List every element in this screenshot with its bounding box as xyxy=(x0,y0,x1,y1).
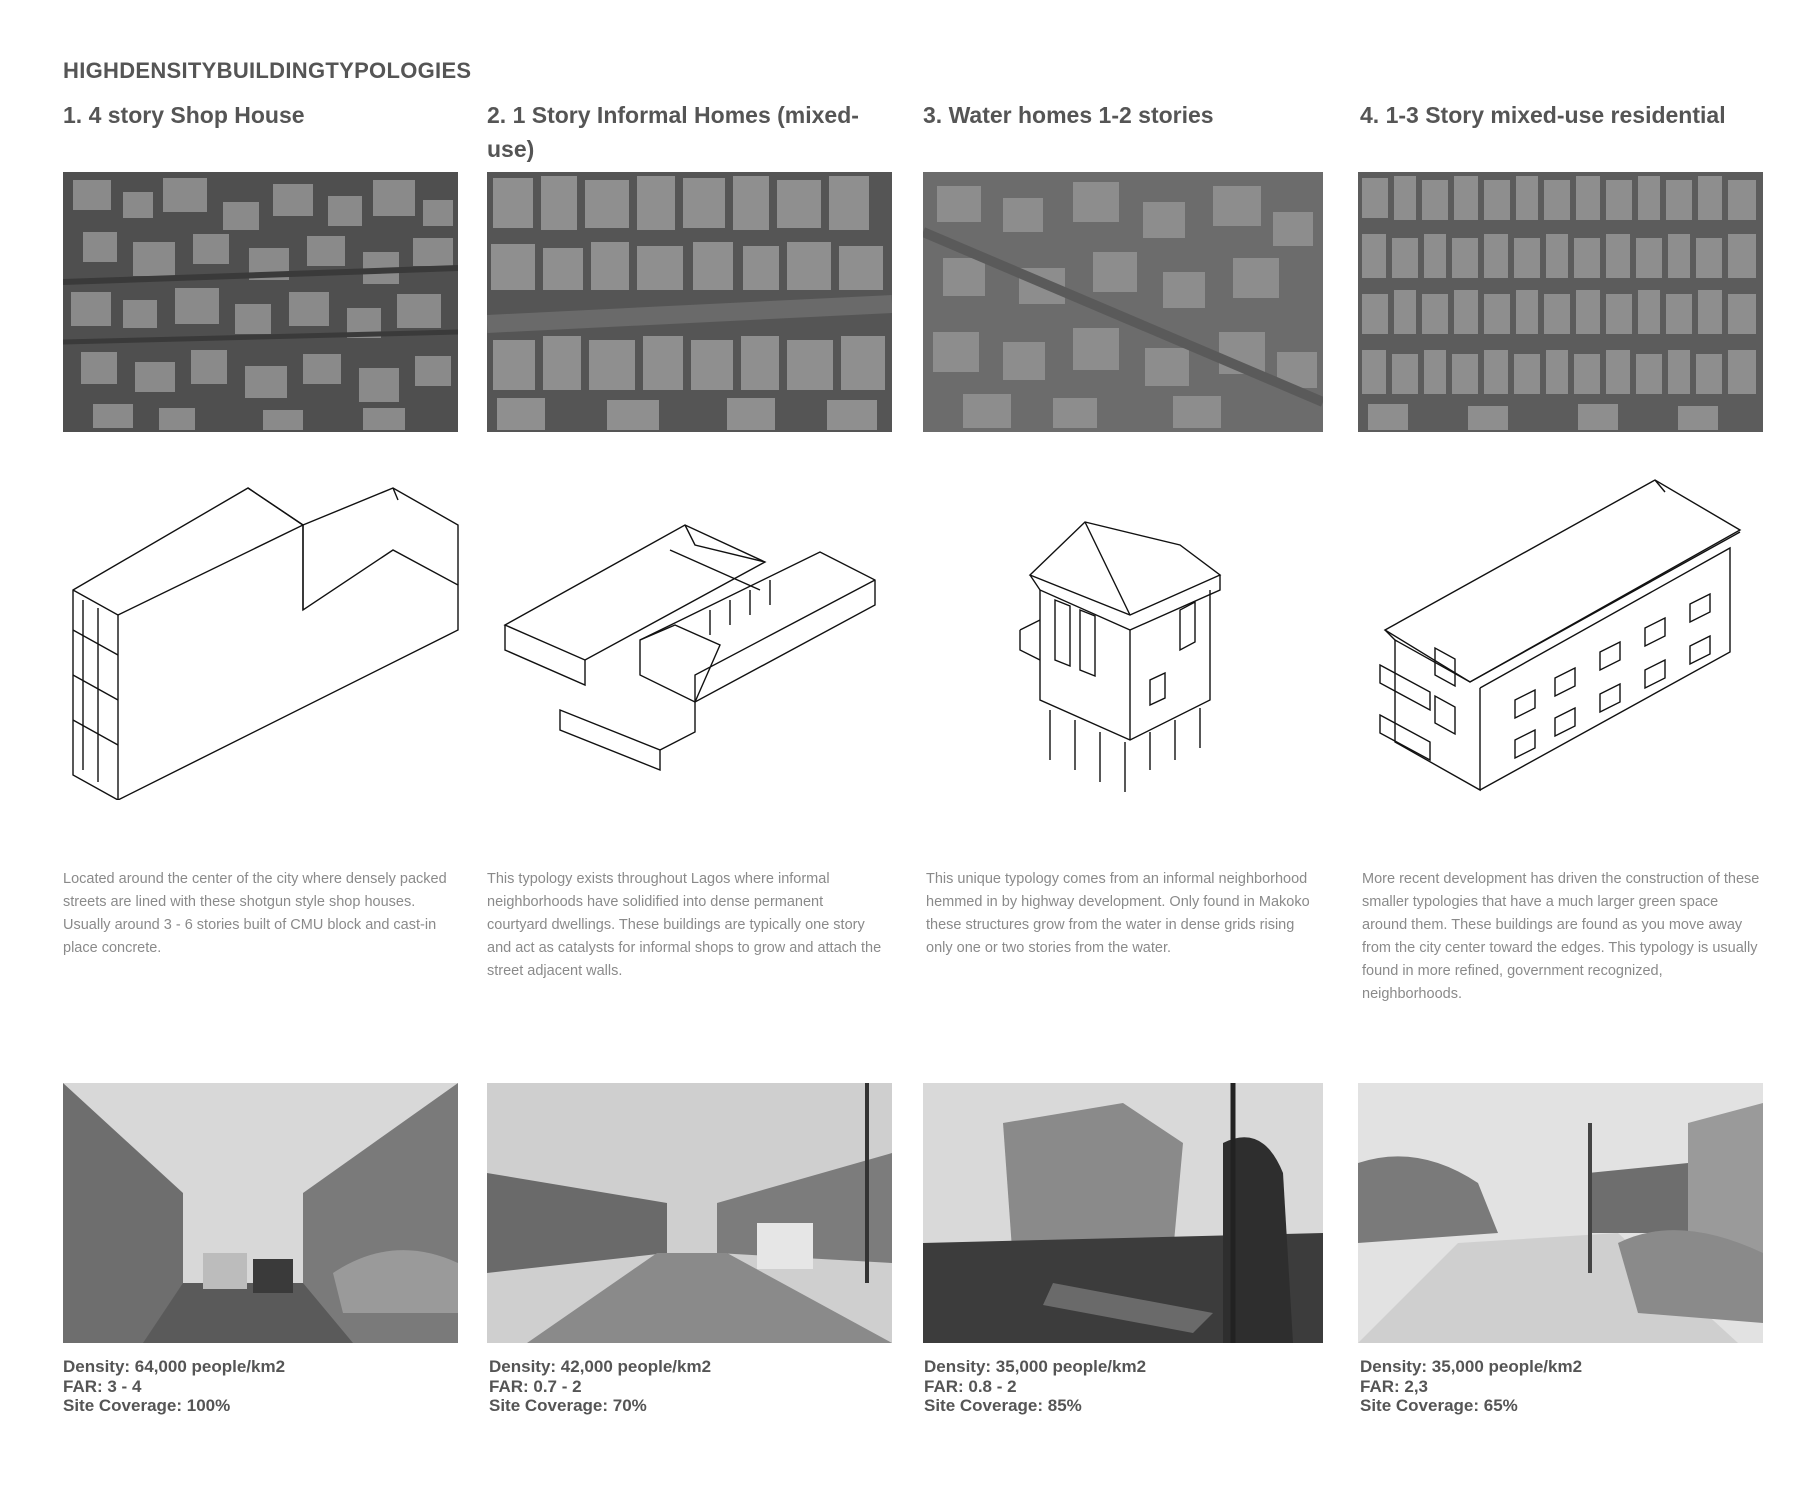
page-heading: HIGHDENSITYBUILDINGTYPOLOGIES xyxy=(63,58,472,83)
coverage-stat: Site Coverage: 70% xyxy=(489,1396,647,1415)
axonometric-drawing xyxy=(1375,470,1745,800)
typology-description: More recent development has driven the c… xyxy=(1362,871,1760,1002)
density-stat: Density: 35,000 people/km2 xyxy=(924,1357,1147,1376)
typology-stats: Density: 35,000 people/km2 FAR: 2,3 Site… xyxy=(1360,1357,1582,1416)
coverage-stat: Site Coverage: 85% xyxy=(924,1396,1082,1415)
density-stat: Density: 64,000 people/km2 xyxy=(63,1357,286,1376)
axonometric-drawing xyxy=(63,470,463,800)
typology-title: 4. 1-3 Story mixed-use residential xyxy=(1360,102,1726,128)
density-stat: Density: 42,000 people/km2 xyxy=(489,1357,712,1376)
axonometric-drawing xyxy=(500,470,880,800)
typology-title: 2. 1 Story Informal Homes (mixed-use) xyxy=(487,102,859,162)
far-stat: FAR: 3 - 4 xyxy=(63,1376,142,1396)
aerial-photo xyxy=(1358,172,1763,432)
street-photo xyxy=(923,1083,1323,1343)
coverage-stat: Site Coverage: 100% xyxy=(63,1396,231,1415)
far-stat: FAR: 0.7 - 2 xyxy=(489,1376,582,1396)
typology-description: This typology exists throughout Lagos wh… xyxy=(487,871,882,979)
street-photo xyxy=(1358,1083,1763,1343)
typology-stats: Density: 64,000 people/km2 FAR: 3 - 4 Si… xyxy=(63,1357,285,1416)
density-stat: Density: 35,000 people/km2 xyxy=(1360,1357,1583,1376)
typology-stats: Density: 42,000 people/km2 FAR: 0.7 - 2 … xyxy=(489,1357,711,1416)
typology-title: 3. Water homes 1-2 stories xyxy=(923,102,1214,128)
coverage-stat: Site Coverage: 65% xyxy=(1360,1396,1518,1415)
typology-title: 1. 4 story Shop House xyxy=(63,102,305,128)
aerial-photo xyxy=(63,172,458,432)
far-stat: FAR: 0.8 - 2 xyxy=(924,1376,1017,1396)
aerial-photo xyxy=(923,172,1323,432)
aerial-photo xyxy=(487,172,892,432)
typology-stats: Density: 35,000 people/km2 FAR: 0.8 - 2 … xyxy=(924,1357,1146,1416)
street-photo xyxy=(487,1083,892,1343)
street-photo xyxy=(63,1083,458,1343)
typology-description: This unique typology comes from an infor… xyxy=(926,871,1310,956)
far-stat: FAR: 2,3 xyxy=(1360,1376,1429,1396)
axonometric-drawing xyxy=(1000,470,1250,800)
typology-description: Located around the center of the city wh… xyxy=(63,871,447,956)
